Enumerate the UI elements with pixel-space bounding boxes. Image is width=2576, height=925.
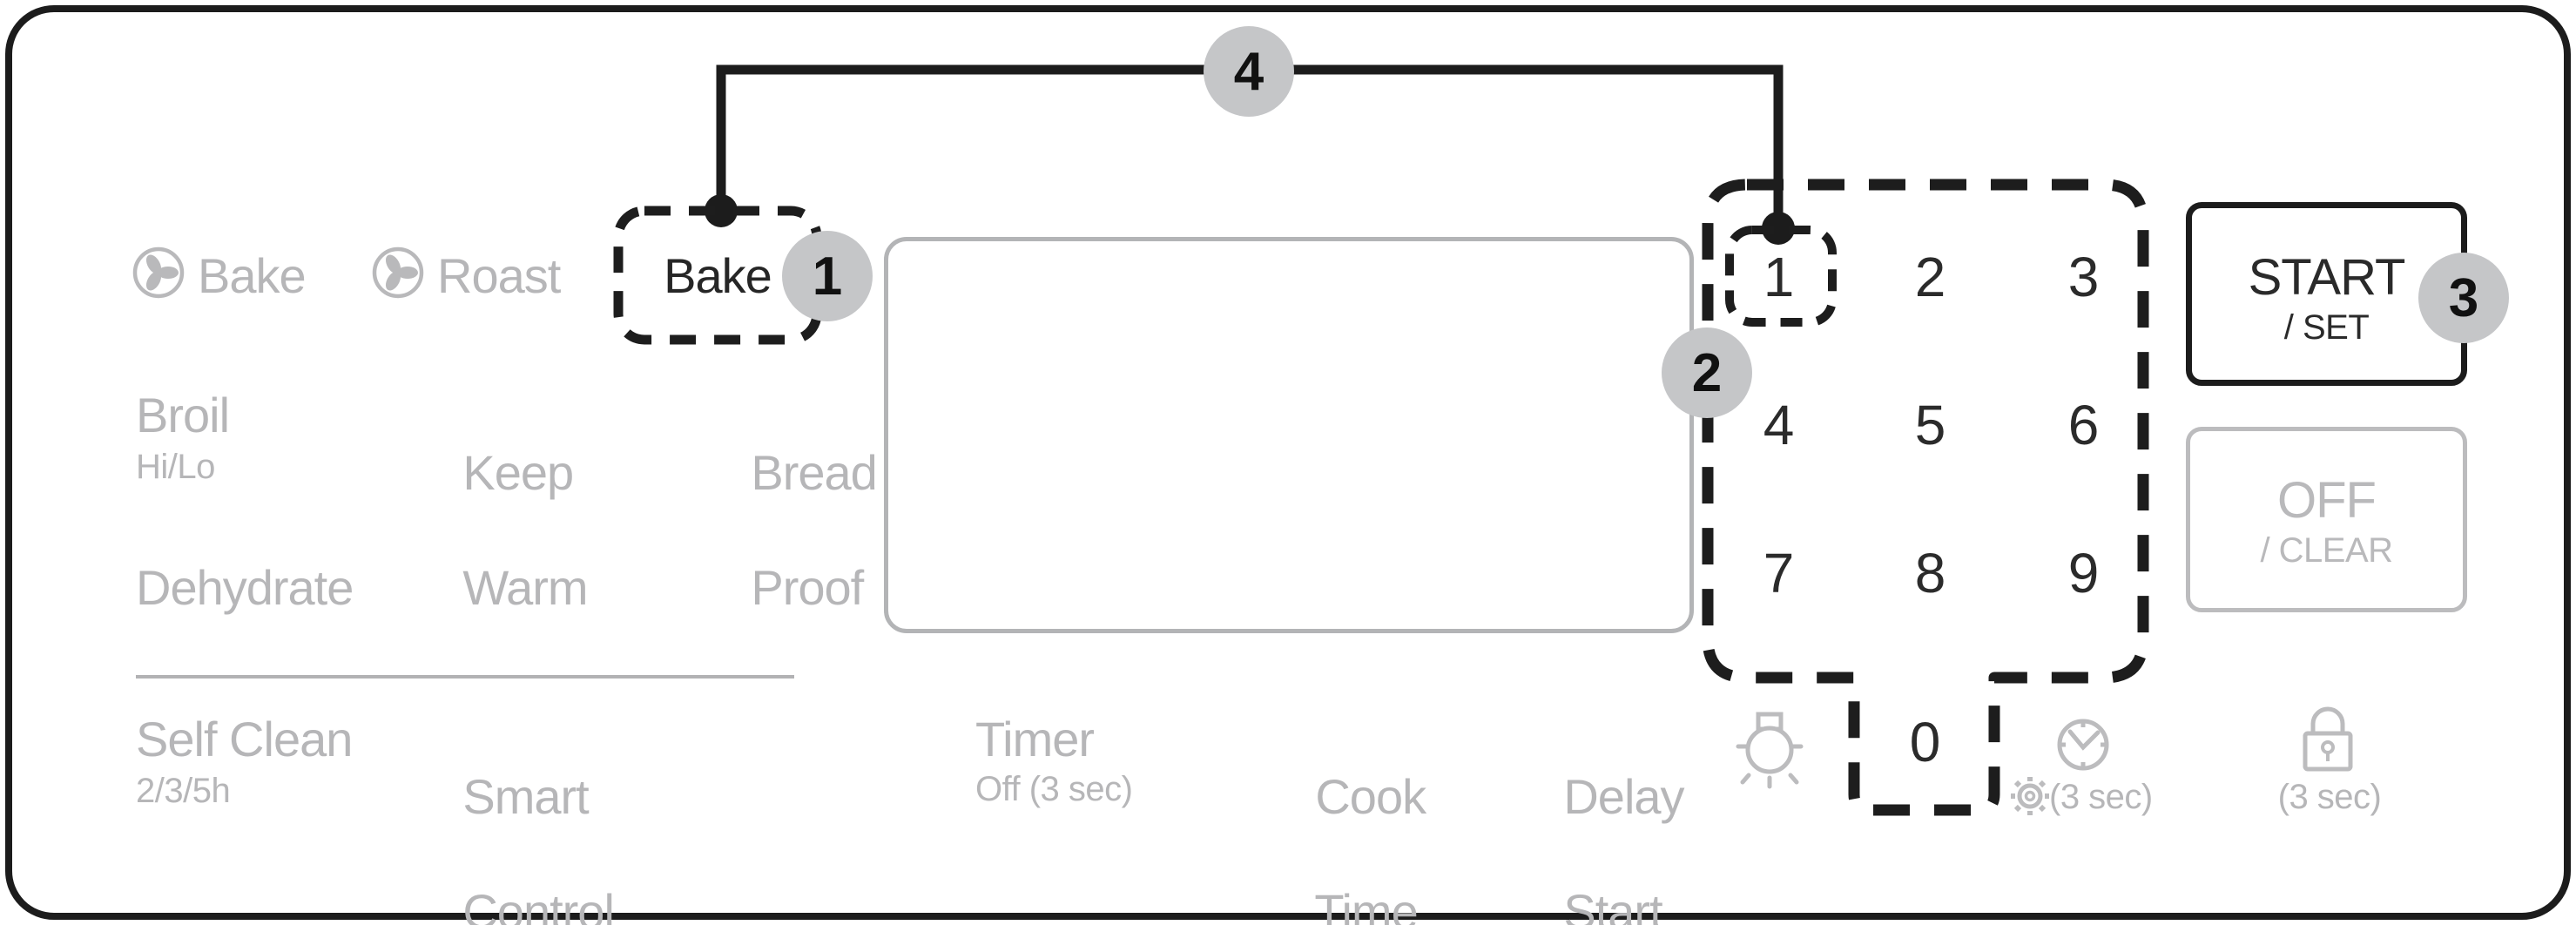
smart-control-line1: Smart	[462, 769, 589, 824]
key1-highlight-dashed-box	[1725, 226, 1837, 327]
cook-time-line1: Cook	[1315, 769, 1426, 824]
delay-start-line2: Start	[1563, 884, 1662, 925]
keypad-key-9[interactable]: 9	[2067, 542, 2100, 604]
broil-label: Broil	[136, 388, 230, 442]
cook-time-line2: Time	[1314, 884, 1418, 925]
oven-display	[884, 237, 1694, 633]
step-4-badge: 4	[1204, 26, 1294, 117]
delay-start-line1: Delay	[1563, 769, 1684, 824]
clock-icon[interactable]	[2057, 719, 2109, 771]
step-2-badge: 2	[1662, 327, 1752, 418]
step-1-badge: 1	[782, 231, 873, 321]
connector-dot-bake	[705, 194, 738, 227]
keypad-key-8[interactable]: 8	[1914, 542, 1946, 604]
control-panel-border	[5, 5, 2571, 920]
connector-dot-key1	[1762, 212, 1795, 245]
bread-proof-line1: Bread	[751, 445, 877, 500]
keypad-key-7[interactable]: 7	[1763, 542, 1795, 604]
convection-bake-button[interactable]: Bake	[198, 248, 307, 303]
keypad-key-5[interactable]: 5	[1914, 394, 1946, 456]
step-3-badge: 3	[2418, 253, 2509, 343]
keypad-key-1[interactable]: 1	[1763, 246, 1795, 308]
fan-icon	[132, 246, 185, 299]
bread-proof-line2: Proof	[751, 560, 864, 615]
dehydrate-button[interactable]: Dehydrate	[136, 560, 354, 615]
start-label: START	[2248, 249, 2406, 306]
off-clear-button[interactable]: OFF / CLEAR	[2186, 427, 2467, 612]
lock-icon[interactable]	[2303, 706, 2353, 772]
keypad-key-0[interactable]: 0	[1909, 711, 1941, 773]
keep-warm-line1: Keep	[462, 445, 574, 500]
keep-warm-line2: Warm	[462, 560, 588, 615]
off-label: OFF	[2277, 472, 2377, 529]
keypad-key-4[interactable]: 4	[1763, 394, 1795, 456]
keypad-key-6[interactable]: 6	[2067, 394, 2100, 456]
set-label: / SET	[2283, 308, 2370, 347]
gear-icon	[2011, 777, 2049, 815]
clear-label: / CLEAR	[2260, 531, 2393, 570]
smart-control-line2: Control	[462, 884, 615, 925]
self-clean-label: Self Clean	[136, 712, 353, 766]
bake-button[interactable]: Bake	[664, 248, 772, 303]
broil-sub-label: Hi/Lo	[136, 448, 215, 486]
timer-sub-label: Off (3 sec)	[975, 770, 1133, 808]
fan-icon	[372, 246, 424, 299]
lock-hold-label: (3 sec)	[2277, 778, 2382, 816]
self-clean-sub-label: 2/3/5h	[136, 772, 231, 810]
keypad-key-2[interactable]: 2	[1914, 246, 1946, 308]
settings-hold-label: (3 sec)	[2049, 778, 2153, 816]
light-bulb-icon[interactable]	[1736, 712, 1804, 789]
timer-label: Timer	[975, 712, 1095, 766]
convection-roast-button[interactable]: Roast	[437, 248, 561, 303]
keypad-highlight-dashed-box	[1702, 179, 2149, 816]
keypad-key-3[interactable]: 3	[2067, 246, 2100, 308]
